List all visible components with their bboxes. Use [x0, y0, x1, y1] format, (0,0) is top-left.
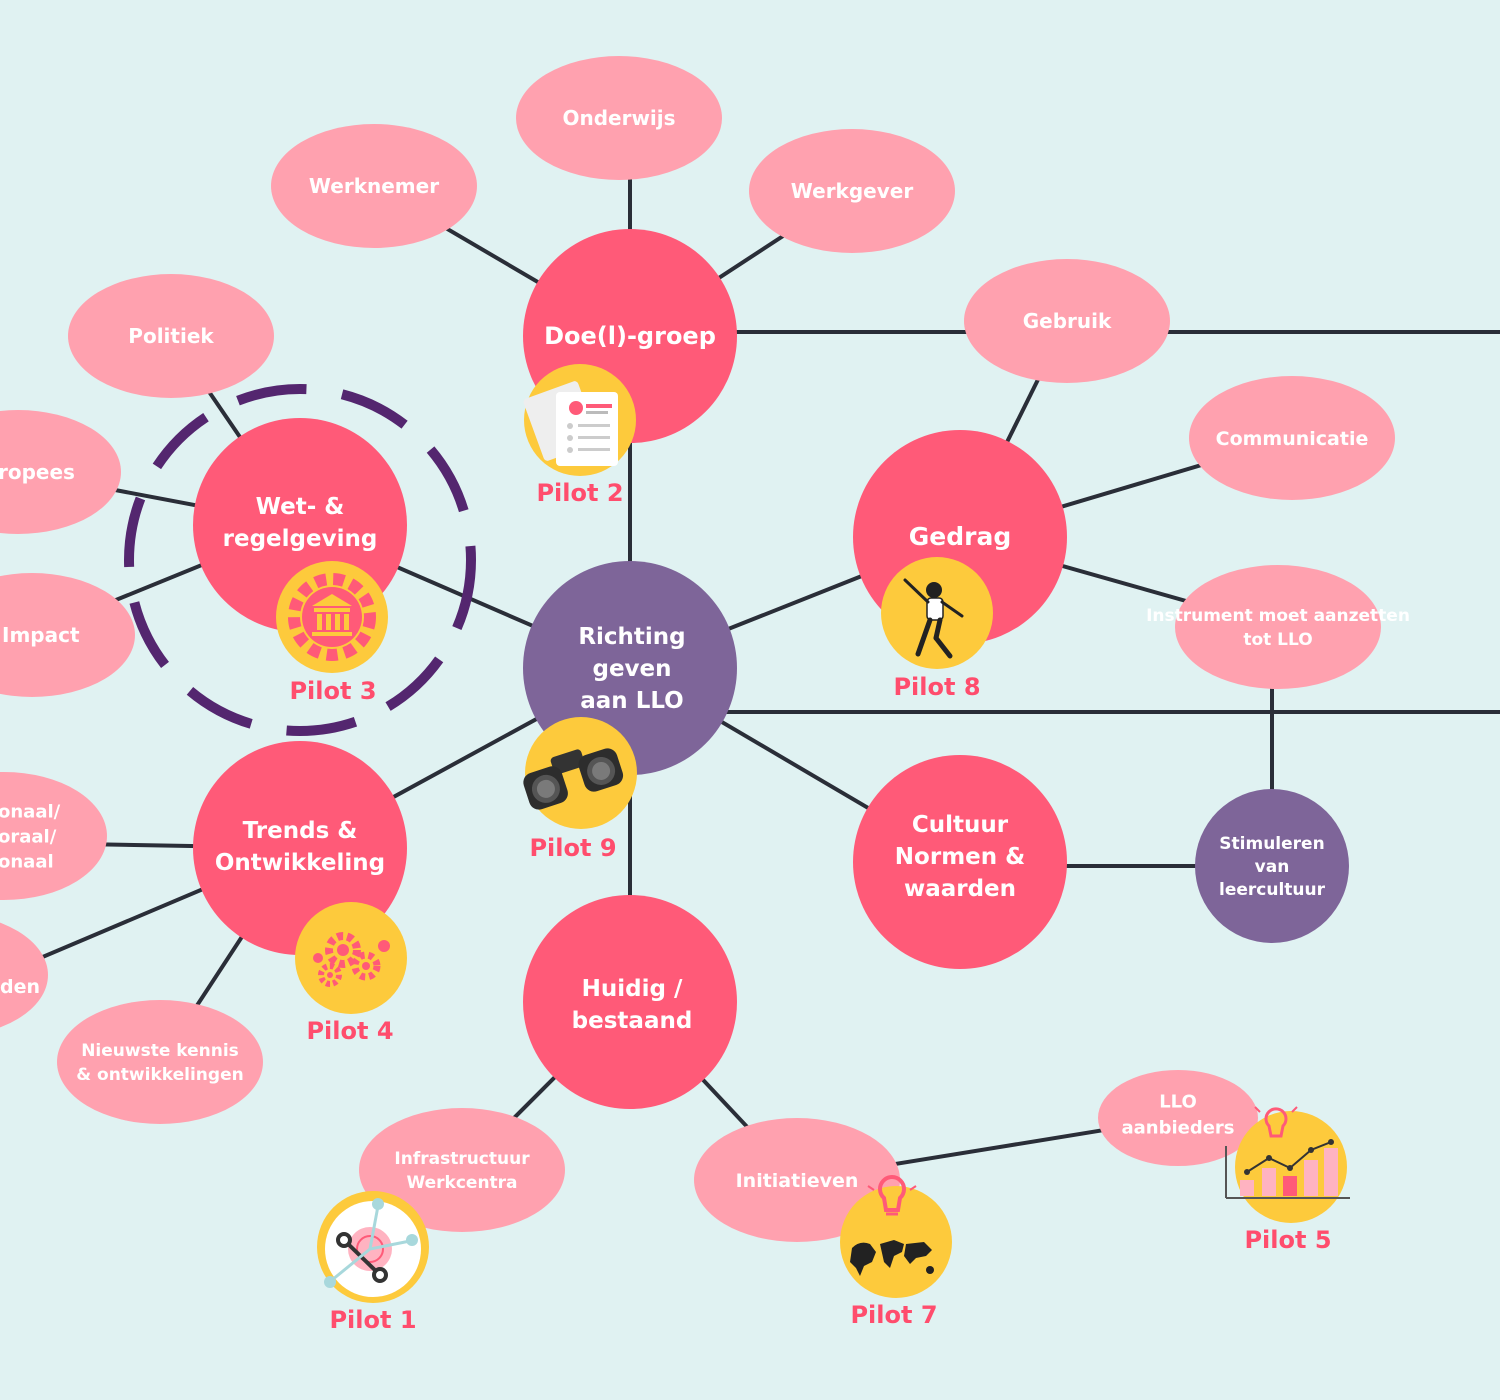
sub-node-nieuwste[interactable]: Nieuwste kennis& ontwikkelingen	[57, 1000, 263, 1124]
svg-text:Pilot 1: Pilot 1	[329, 1306, 416, 1334]
svg-text:Communicatie: Communicatie	[1216, 428, 1369, 450]
svg-text:Doe(l)-groep: Doe(l)-groep	[544, 322, 716, 350]
pilot-badge-3[interactable]: Pilot 3	[276, 561, 388, 705]
svg-text:Initiatieven: Initiatieven	[736, 1170, 859, 1192]
sub-node-label: den	[0, 976, 40, 998]
svg-text:Impact: Impact	[2, 623, 80, 647]
sub-node-werkgever[interactable]: Werkgever	[749, 129, 955, 253]
sub-node-label: Gebruik	[1023, 309, 1112, 333]
svg-text:Pilot 5: Pilot 5	[1244, 1226, 1331, 1254]
sub-node-den[interactable]: den	[0, 913, 48, 1037]
pilot-label: Pilot 1	[329, 1306, 416, 1334]
svg-text:Werkgever: Werkgever	[791, 179, 914, 203]
sub-node-label: Nieuwste kennis& ontwikkelingen	[76, 1041, 243, 1085]
main-node-label: Wet- &regelgeving	[223, 494, 378, 552]
svg-text:Gebruik: Gebruik	[1023, 309, 1112, 333]
pilot-badge-5[interactable]: Pilot 5	[1225, 1106, 1350, 1254]
sub-node-label: Politiek	[128, 324, 214, 348]
pilot-label: Pilot 7	[850, 1301, 937, 1329]
svg-text:Pilot 7: Pilot 7	[850, 1301, 937, 1329]
pilot-badge-9[interactable]: Pilot 9	[518, 717, 637, 862]
main-node-trends[interactable]: Trends &Ontwikkeling	[193, 741, 407, 955]
pilot-badge-1[interactable]: Pilot 1	[317, 1191, 429, 1334]
pilot-label: Pilot 2	[536, 479, 623, 507]
pilot-label: Pilot 9	[529, 834, 616, 862]
sub-node-initiatieven[interactable]: Initiatieven	[694, 1118, 900, 1242]
svg-text:Gedrag: Gedrag	[909, 522, 1011, 551]
pilot-badge-8[interactable]: Pilot 8	[881, 557, 993, 701]
sub-node-label: Werknemer	[309, 174, 439, 198]
svg-text:Werknemer: Werknemer	[309, 174, 439, 198]
main-node-wet-regelgeving[interactable]: Wet- &regelgeving	[193, 418, 407, 632]
sub-node-regionaal[interactable]: onaal/oraal/onaal	[0, 772, 107, 900]
pilot-label: Pilot 5	[1244, 1226, 1331, 1254]
sub-node-werknemer[interactable]: Werknemer	[271, 124, 477, 248]
pilot-label: Pilot 8	[893, 673, 980, 701]
pilot-badge-7[interactable]: Pilot 7	[840, 1175, 952, 1329]
sub-node-label: Impact	[2, 623, 80, 647]
main-node-label: Huidig /bestaand	[572, 976, 693, 1034]
sub-node-onderwijs[interactable]: Onderwijs	[516, 56, 722, 180]
svg-text:Pilot 4: Pilot 4	[306, 1017, 393, 1045]
svg-text:den: den	[0, 976, 40, 998]
sub-node-impact[interactable]: Impact	[0, 573, 135, 697]
binoculars-icon	[523, 748, 624, 810]
main-node-huidig[interactable]: Huidig /bestaand	[523, 895, 737, 1109]
world-map-idea-icon	[850, 1175, 934, 1276]
svg-text:Pilot 9: Pilot 9	[529, 834, 616, 862]
pilot-badge-4[interactable]: Pilot 4	[295, 902, 407, 1045]
sub-node-label: ropees	[0, 460, 75, 484]
svg-text:Onderwijs: Onderwijs	[562, 106, 675, 130]
network-nodes-icon	[324, 1198, 418, 1288]
sub-node-europees[interactable]: ropees	[0, 410, 121, 534]
sub-node-label: Communicatie	[1216, 428, 1369, 450]
svg-text:Pilot 8: Pilot 8	[893, 673, 980, 701]
jumping-person-icon	[903, 578, 964, 659]
main-node-label: Gedrag	[909, 522, 1011, 551]
pilot-label: Pilot 4	[306, 1017, 393, 1045]
gears-icon	[313, 932, 390, 987]
sub-node-politiek[interactable]: Politiek	[68, 274, 274, 398]
svg-text:Pilot 3: Pilot 3	[289, 677, 376, 705]
sub-node-gebruik[interactable]: Gebruik	[964, 259, 1170, 383]
sub-node-label: onaal/oraal/onaal	[0, 801, 61, 872]
svg-text:ropees: ropees	[0, 460, 75, 484]
government-gear-icon	[288, 573, 376, 661]
documents-icon	[523, 381, 618, 466]
growth-chart-icon	[1225, 1106, 1350, 1199]
svg-text:Politiek: Politiek	[128, 324, 214, 348]
svg-text:Pilot 2: Pilot 2	[536, 479, 623, 507]
sub-node-communicatie[interactable]: Communicatie	[1189, 376, 1395, 500]
sub-node-label: Initiatieven	[736, 1170, 859, 1192]
pilot-badge-2[interactable]: Pilot 2	[522, 364, 636, 507]
main-node-label: Doe(l)-groep	[544, 322, 716, 350]
sub-node-label: Werkgever	[791, 179, 914, 203]
pilot-3-highlight-ring	[124, 384, 476, 736]
pilot-label: Pilot 3	[289, 677, 376, 705]
main-node-label: Trends &Ontwikkeling	[215, 818, 385, 876]
sub-node-label: Onderwijs	[562, 106, 675, 130]
